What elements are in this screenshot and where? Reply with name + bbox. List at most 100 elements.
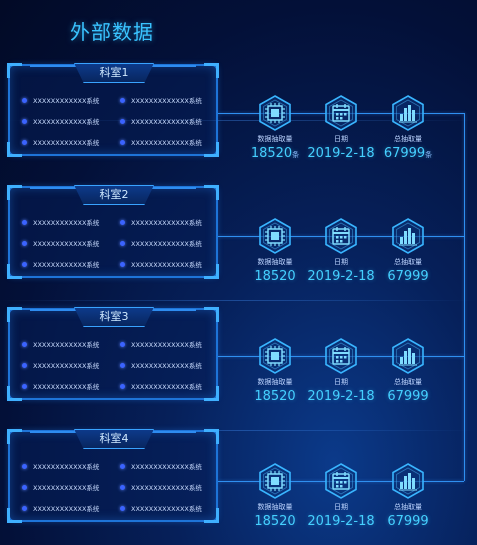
stat-value: 18520 xyxy=(240,389,310,404)
bullet-icon xyxy=(120,362,125,368)
system-item[interactable]: XXXXXXXXXXXX系统 xyxy=(22,359,120,371)
system-item[interactable]: XXXXXXXXXXXX系统 xyxy=(22,237,120,249)
stat-label: 数据抽取量 xyxy=(257,135,293,143)
stat-label: 数据抽取量 xyxy=(257,378,293,386)
stat-value: 2019-2-18 xyxy=(306,146,376,161)
calendar-icon xyxy=(323,218,359,254)
system-item-label: XXXXXXXXXXXX系统 xyxy=(33,505,100,513)
stat-label: 日期 xyxy=(334,378,348,386)
stat-value: 2019-2-18 xyxy=(306,514,376,529)
bullet-icon xyxy=(120,484,125,490)
calendar-icon xyxy=(323,463,359,499)
system-item[interactable]: XXXXXXXXXXXX系统 xyxy=(22,216,120,228)
panel-corner xyxy=(7,264,22,279)
stat-number: 18520 xyxy=(254,389,296,404)
stat-number: 2019-2-18 xyxy=(307,514,375,529)
bullet-icon xyxy=(120,341,125,347)
bullet-icon xyxy=(22,139,27,145)
system-item[interactable]: XXXXXXXXXXXX系统 xyxy=(22,94,120,106)
system-item[interactable]: XXXXXXXXXXXXX系统 xyxy=(120,380,212,392)
bullet-icon xyxy=(22,505,27,511)
system-item[interactable]: XXXXXXXXXXXXX系统 xyxy=(120,216,212,228)
stat-value: 67999 xyxy=(373,269,443,284)
system-item[interactable]: XXXXXXXXXXXX系统 xyxy=(22,380,120,392)
system-item[interactable]: XXXXXXXXXXXX系统 xyxy=(22,460,120,472)
stat-total: 总抽取量 67999 xyxy=(373,218,443,284)
system-item[interactable]: XXXXXXXXXXXXX系统 xyxy=(120,237,212,249)
stat-number: 2019-2-18 xyxy=(307,389,375,404)
chip-icon xyxy=(257,95,293,131)
stat-label: 日期 xyxy=(334,258,348,266)
bullet-icon xyxy=(22,219,27,225)
stat-date: 日期 2019-2-18 xyxy=(306,338,376,404)
stat-value: 18520 xyxy=(240,514,310,529)
stat-label: 总抽取量 xyxy=(394,258,422,266)
system-item[interactable]: XXXXXXXXXXXXX系统 xyxy=(120,502,212,514)
system-item[interactable]: XXXXXXXXXXXX系统 xyxy=(22,338,120,350)
chip-icon xyxy=(257,218,293,254)
stat-label: 总抽取量 xyxy=(394,503,422,511)
system-item[interactable]: XXXXXXXXXXXXX系统 xyxy=(120,115,212,127)
system-item-label: XXXXXXXXXXXX系统 xyxy=(33,484,100,492)
stat-number: 67999 xyxy=(387,389,429,404)
stat-number: 2019-2-18 xyxy=(307,146,375,161)
bullet-icon xyxy=(22,118,27,124)
system-item[interactable]: XXXXXXXXXXXXX系统 xyxy=(120,94,212,106)
system-item-label: XXXXXXXXXXXXX系统 xyxy=(131,383,202,391)
system-item-label: XXXXXXXXXXXXX系统 xyxy=(131,261,202,269)
bullet-icon xyxy=(22,261,27,267)
system-item-label: XXXXXXXXXXXX系统 xyxy=(33,383,100,391)
system-item[interactable]: XXXXXXXXXXXX系统 xyxy=(22,481,120,493)
system-item[interactable]: XXXXXXXXXXXXX系统 xyxy=(120,359,212,371)
panel-corner xyxy=(204,142,219,157)
system-item[interactable]: XXXXXXXXXXXXX系统 xyxy=(120,258,212,270)
chip-icon xyxy=(257,463,293,499)
system-item[interactable]: XXXXXXXXXXXXX系统 xyxy=(120,481,212,493)
system-item-label: XXXXXXXXXXXX系统 xyxy=(33,219,100,227)
system-item-label: XXXXXXXXXXXXX系统 xyxy=(131,219,202,227)
department-title: 科室1 xyxy=(74,63,154,83)
bar-chart-icon xyxy=(390,338,426,374)
stat-total: 总抽取量 67999 xyxy=(373,463,443,529)
stat-label: 总抽取量 xyxy=(394,378,422,386)
bar-chart-icon xyxy=(390,218,426,254)
system-item-label: XXXXXXXXXXXX系统 xyxy=(33,341,100,349)
panel-corner xyxy=(7,386,22,401)
system-item-label: XXXXXXXXXXXXX系统 xyxy=(131,463,202,471)
system-item[interactable]: XXXXXXXXXXXXX系统 xyxy=(120,460,212,472)
system-item-label: XXXXXXXXXXXX系统 xyxy=(33,362,100,370)
system-item[interactable]: XXXXXXXXXXXXX系统 xyxy=(120,338,212,350)
bullet-icon xyxy=(22,240,27,246)
panel-corner xyxy=(204,264,219,279)
bullet-icon xyxy=(22,97,27,103)
system-item[interactable]: XXXXXXXXXXXX系统 xyxy=(22,136,120,148)
system-item-label: XXXXXXXXXXXXX系统 xyxy=(131,139,202,147)
stat-number: 18520 xyxy=(254,514,296,529)
bullet-icon xyxy=(120,505,125,511)
system-item-label: XXXXXXXXXXXX系统 xyxy=(33,240,100,248)
stat-number: 67999 xyxy=(387,514,429,529)
system-item-label: XXXXXXXXXXXXX系统 xyxy=(131,341,202,349)
system-item[interactable]: XXXXXXXXXXXX系统 xyxy=(22,502,120,514)
system-item[interactable]: XXXXXXXXXXXX系统 xyxy=(22,258,120,270)
panel-corner xyxy=(7,508,22,523)
stat-value: 2019-2-18 xyxy=(306,389,376,404)
bullet-icon xyxy=(22,341,27,347)
bullet-icon xyxy=(120,118,125,124)
page-title: 外部数据 xyxy=(70,20,154,44)
system-item[interactable]: XXXXXXXXXXXXX系统 xyxy=(120,136,212,148)
system-item-label: XXXXXXXXXXXX系统 xyxy=(33,463,100,471)
stat-number: 18520 xyxy=(254,269,296,284)
stat-number: 18520 xyxy=(250,146,293,161)
bg-streak xyxy=(0,300,477,301)
system-item[interactable]: XXXXXXXXXXXX系统 xyxy=(22,115,120,127)
